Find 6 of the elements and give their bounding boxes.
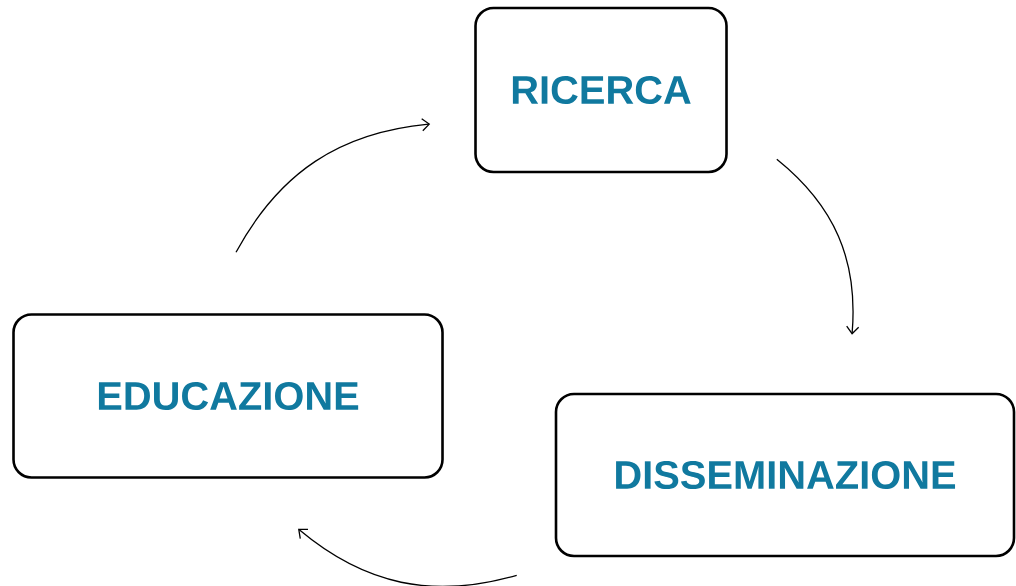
process-box: EDUCAZIONE	[12, 313, 444, 479]
arrow	[776, 158, 860, 335]
process-box: DISSEMINAZIONE	[554, 392, 1016, 558]
arrow	[298, 528, 518, 586]
process-box: RICERCA	[474, 6, 728, 174]
arrow	[235, 118, 431, 253]
